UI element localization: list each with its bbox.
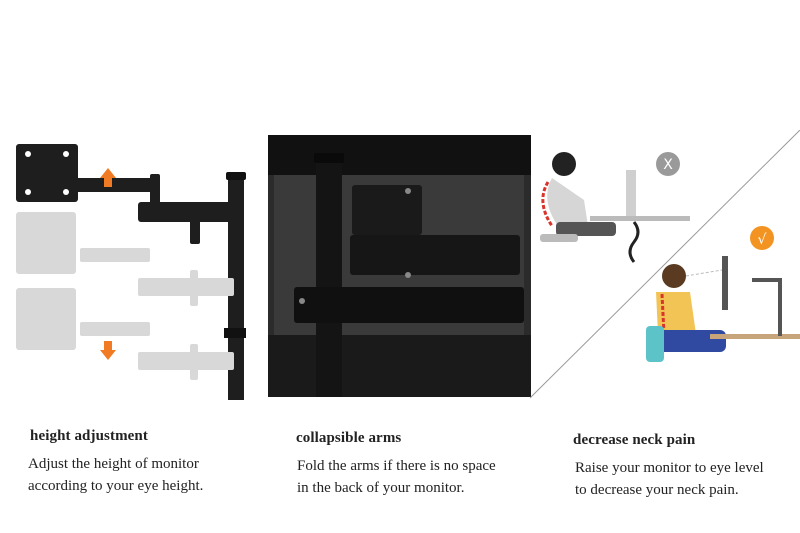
feature-collapsible-arms: collapsible arms Fold the arms if there … <box>296 430 496 499</box>
svg-text:√: √ <box>758 232 767 248</box>
feature-description-line: Raise your monitor to eye level <box>575 460 764 476</box>
feature-description-line: according to your eye height. <box>28 478 204 494</box>
feature-description-line: Adjust the height of monitor <box>28 456 199 472</box>
feature-decrease-neck-pain: decrease neck pain Raise your monitor to… <box>573 432 764 501</box>
feature-description-line: in the back of your monitor. <box>297 480 465 496</box>
orange-arrow-icon <box>100 168 116 360</box>
feature-description-line: Fold the arms if there is no space <box>297 458 496 474</box>
feature-title: collapsible arms <box>296 430 402 446</box>
good-posture-figure <box>646 256 800 362</box>
feature-description-line: to decrease your neck pain. <box>575 482 739 498</box>
feature-title: decrease neck pain <box>573 432 696 448</box>
x-circle-icon: X <box>656 152 680 176</box>
svg-text:X: X <box>663 157 673 173</box>
collapsible-arms-image <box>268 135 531 397</box>
feature-title: height adjustment <box>30 428 148 444</box>
ghost-mount-lower <box>16 288 234 380</box>
ghost-mount-middle <box>16 212 234 306</box>
height-adjustment-image <box>10 130 255 400</box>
posture-comparison-image: X √ <box>530 130 800 400</box>
check-circle-icon: √ <box>750 226 774 250</box>
feature-height-adjustment: height adjustment Adjust the height of m… <box>28 428 204 497</box>
bad-posture-figure <box>540 152 690 263</box>
